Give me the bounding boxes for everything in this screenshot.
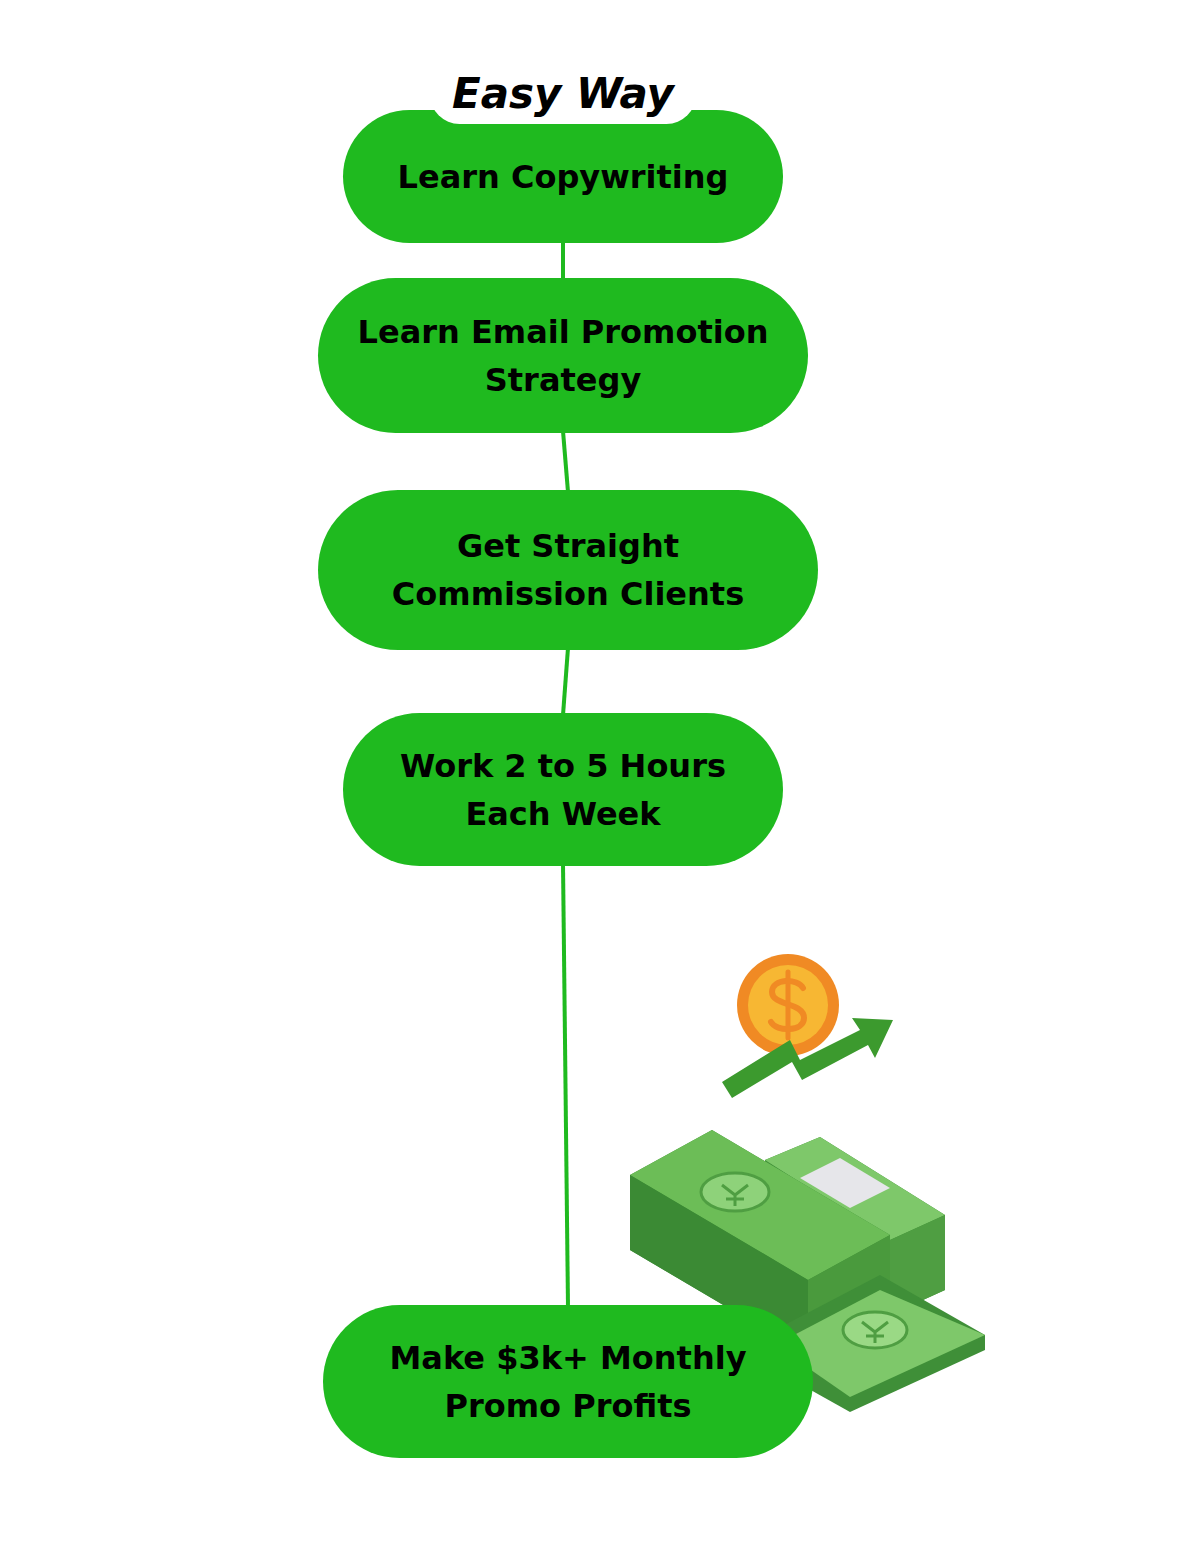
process-pill: Make $3k+ Monthly Promo Profits [323,1305,813,1458]
process-pill: Learn Email Promotion Strategy [318,278,808,433]
step-label: Make $3k+ Monthly Promo Profits [353,1334,783,1430]
step-label: Learn Copywriting [398,153,729,201]
connector-line [563,648,568,715]
connector-line [563,241,564,280]
process-pill: Work 2 to 5 Hours Each Week [343,713,783,866]
trend-arrow [722,1018,893,1098]
step-label: Learn Email Promotion Strategy [348,308,778,404]
coin-icon [737,954,839,1056]
connector-line [563,431,568,492]
diagram-title: Easy Way [430,65,696,124]
process-pill: Learn Copywriting [343,110,783,243]
step-label: Get Straight Commission Clients [348,522,788,618]
connector-line [563,864,568,1307]
step-label: Work 2 to 5 Hours Each Week [388,742,738,838]
process-pill: Get Straight Commission Clients [318,490,818,650]
